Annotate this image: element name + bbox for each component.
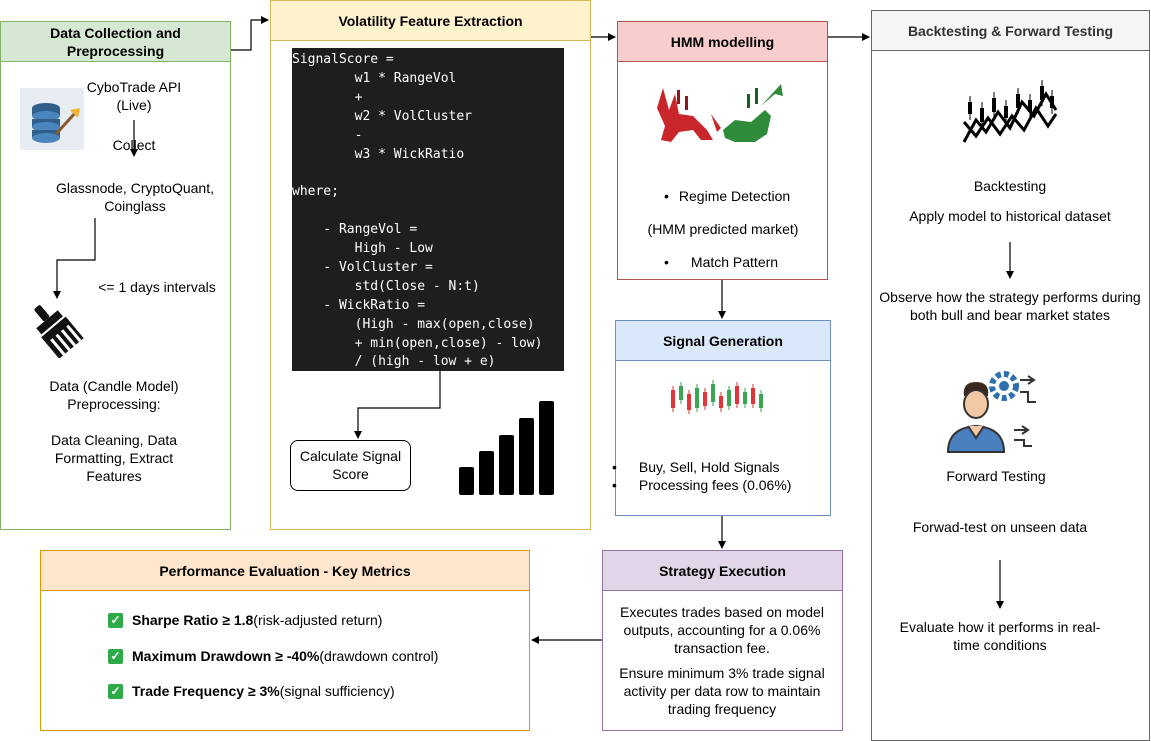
signal-panel: Signal Generation bbox=[615, 320, 831, 516]
check-icon: ✓ bbox=[108, 683, 123, 699]
metric-drawdown: ✓ Maximum Drawdown ≥ -40% (drawdown cont… bbox=[108, 647, 438, 665]
sources-label: Glassnode, CryptoQuant, Coinglass bbox=[56, 180, 214, 214]
bar-chart-icon bbox=[459, 401, 557, 495]
brush-icon bbox=[28, 300, 84, 359]
preproc-steps: Data Cleaning, Data Formatting, Extract … bbox=[50, 432, 178, 484]
check-icon: ✓ bbox=[108, 648, 123, 664]
hmm-match: •Match Pattern bbox=[664, 254, 779, 270]
strategy-text-2: Ensure minimum 3% trade signal activity … bbox=[619, 665, 825, 717]
collection-panel: Data Collection and Preprocessing bbox=[0, 21, 231, 530]
hmm-panel: HMM modelling bbox=[617, 21, 828, 280]
code-line: SignalScore = bbox=[292, 52, 394, 67]
backtest-title: Backtesting & Forward Testing bbox=[872, 11, 1149, 51]
signal-bullet-1: •Buy, Sell, Hold Signals bbox=[612, 459, 780, 475]
backtest-panel: Backtesting & Forward Testing bbox=[871, 10, 1150, 741]
code-line: High - Low bbox=[292, 241, 433, 256]
volatility-panel: Volatility Feature Extraction bbox=[270, 0, 591, 530]
code-line: (High - max(open,close) bbox=[292, 316, 535, 332]
metric-frequency: ✓ Trade Frequency ≥ 3% (signal sufficien… bbox=[108, 682, 395, 700]
forward-unseen: Forwad-test on unseen data bbox=[912, 519, 1088, 535]
performance-title: Performance Evaluation - Key Metrics bbox=[41, 551, 529, 591]
calc-signal-label: Calculate Signal Score bbox=[299, 448, 402, 482]
backtest-apply: Apply model to historical dataset bbox=[909, 208, 1111, 224]
code-line: - RangeVol = bbox=[292, 222, 418, 238]
database-icon bbox=[20, 88, 84, 150]
strategy-panel: Strategy Execution bbox=[602, 550, 843, 731]
volatility-title: Volatility Feature Extraction bbox=[271, 1, 590, 41]
backtest-observe: Observe how the strategy performs during… bbox=[879, 289, 1141, 323]
forward-label: Forward Testing bbox=[946, 468, 1046, 484]
forward-eval: Evaluate how it performs in real-time co… bbox=[899, 619, 1101, 653]
candlestick-icon bbox=[668, 380, 764, 416]
strategy-title: Strategy Execution bbox=[603, 551, 842, 591]
signal-title: Signal Generation bbox=[616, 321, 830, 361]
api-label: CyboTrade API (Live) bbox=[86, 79, 182, 113]
code-line: w3 * WickRatio bbox=[292, 146, 465, 162]
calc-signal-box: Calculate Signal Score bbox=[290, 440, 411, 491]
preproc-label: Data (Candle Model) Preprocessing: bbox=[49, 378, 179, 412]
strategy-text-1: Executes trades based on model outputs, … bbox=[620, 604, 824, 656]
interval-label: <= 1 days intervals bbox=[98, 279, 216, 295]
signal-score-code: SignalScore = w1 * RangeVol + w2 * VolCl… bbox=[292, 48, 564, 371]
check-icon: ✓ bbox=[108, 612, 123, 628]
code-line: - VolCluster = bbox=[292, 259, 433, 275]
code-line: w1 * RangeVol bbox=[292, 70, 457, 86]
backtest-chart-icon bbox=[962, 72, 1058, 168]
collection-title: Data Collection and Preprocessing bbox=[1, 22, 230, 62]
hmm-title: HMM modelling bbox=[618, 22, 827, 62]
code-line: where; bbox=[292, 184, 339, 200]
code-line: + bbox=[292, 89, 363, 105]
code-line: std(Close - N:t) bbox=[292, 278, 480, 294]
backtest-label: Backtesting bbox=[973, 178, 1047, 194]
performance-panel: Performance Evaluation - Key Metrics bbox=[40, 550, 530, 731]
code-line: + min(open,close) - low) bbox=[292, 335, 543, 351]
code-line: - WickRatio = bbox=[292, 297, 426, 313]
bull-bear-icon bbox=[655, 80, 787, 146]
metric-sharpe: ✓ Sharpe Ratio ≥ 1.8 (risk-adjusted retu… bbox=[108, 611, 382, 629]
code-line: / (high - low + e) bbox=[292, 354, 496, 370]
person-gear-icon bbox=[944, 366, 1048, 456]
code-line: w2 * VolCluster bbox=[292, 108, 473, 124]
hmm-regime: •Regime Detection bbox=[664, 188, 791, 204]
hmm-predicted: (HMM predicted market) bbox=[647, 221, 799, 237]
signal-bullet-2: •Processing fees (0.06%) bbox=[612, 477, 792, 493]
code-line: - bbox=[292, 127, 363, 143]
